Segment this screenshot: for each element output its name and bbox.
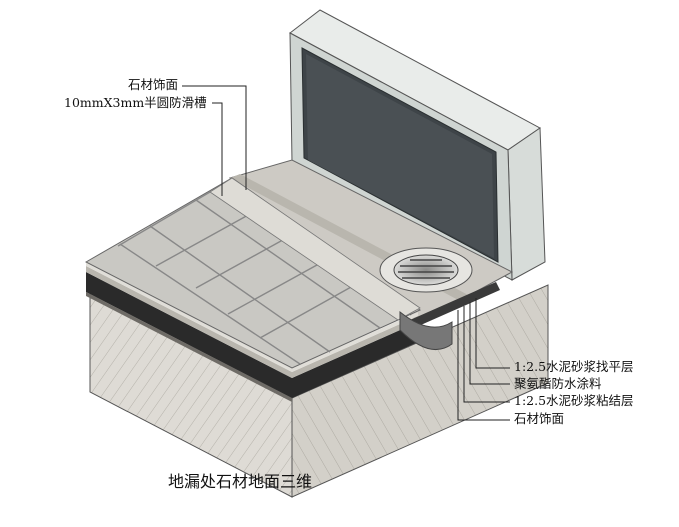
layer-stack (86, 262, 418, 402)
label-stone-finish-bottom: 石材饰面 (514, 411, 565, 426)
diagram-caption: 地漏处石材地面三维 (168, 472, 313, 491)
stone-tile-surface (84, 177, 422, 369)
glass-wall (289, 9, 546, 281)
leader-lines (182, 85, 510, 421)
floor-drain (379, 247, 500, 351)
label-leveling-layer: 1:2.5水泥砂浆找平层 (514, 359, 634, 374)
label-anti-slip-groove: 10mmX3mm半圆防滑槽 (64, 95, 207, 110)
label-waterproof-coating: 聚氨酯防水涂料 (514, 376, 602, 391)
label-bonding-layer: 1:2.5水泥砂浆粘结层 (514, 393, 634, 408)
label-stone-finish-top: 石材饰面 (128, 77, 179, 92)
